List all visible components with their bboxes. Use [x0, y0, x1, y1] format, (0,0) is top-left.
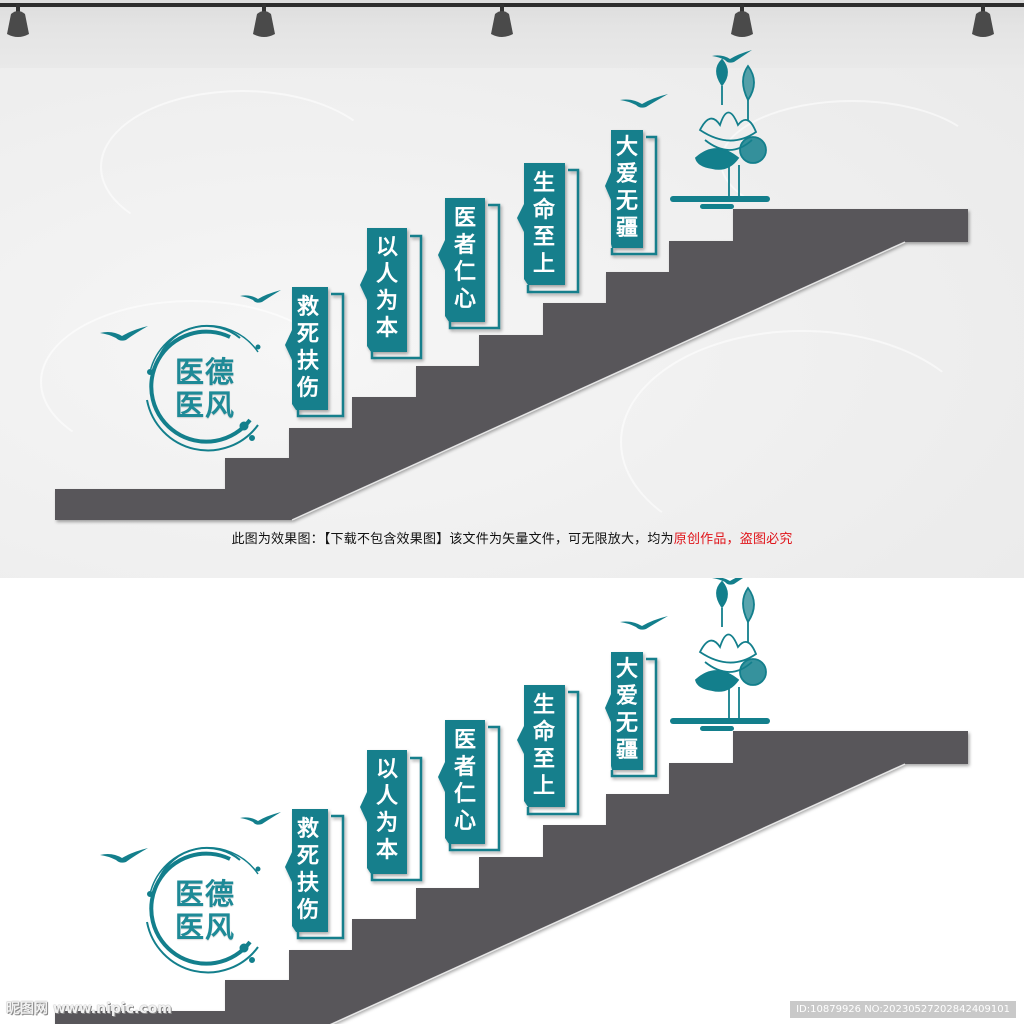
wall-texture	[620, 330, 984, 554]
logo-ring	[146, 324, 261, 452]
track-spotlight-icon	[972, 4, 994, 37]
sign-panel	[285, 809, 345, 940]
sign-text: 生命至上	[532, 693, 555, 799]
vector-design-panel: 医德 医风 救死扶伤 以人为本 医者仁心 生命至上 大爱无疆 昵图网 www.n…	[0, 578, 1024, 1024]
sign-text: 医者仁心	[453, 728, 476, 834]
sign-panel	[360, 228, 423, 360]
track-spotlight-icon	[491, 4, 513, 37]
wall-top-band	[0, 0, 1024, 68]
sign-panel	[605, 652, 658, 778]
flying-bird-icon	[100, 50, 752, 341]
sign-text: 大爱无疆	[615, 657, 638, 763]
track-spotlight-icon	[731, 4, 753, 37]
sign-panel	[605, 130, 658, 256]
sign-text: 救死扶伤	[296, 817, 319, 923]
caption-copyright: 原创作品，盗图必究	[673, 532, 793, 547]
stair-wall-design: 医德 医风 救死扶伤 以人为本 医者仁心 生命至上 大爱无疆	[55, 50, 968, 521]
effect-caption: 此图为效果图：【下载不包含效果图】该文件为矢量文件，可无限放大，均为原创作品，盗…	[0, 528, 1024, 547]
auspicious-cloud-icon	[670, 718, 770, 731]
sign-panel	[438, 720, 501, 852]
lotus-flower-icon	[694, 58, 767, 198]
staircase	[55, 731, 968, 1024]
auspicious-cloud-icon	[670, 196, 770, 209]
staircase	[55, 209, 968, 520]
sign-panel	[517, 163, 580, 294]
wall-texture	[40, 300, 344, 464]
caption-text: 此图为效果图：【下载不包含效果图】该文件为矢量文件，可无限放大，均为	[231, 532, 674, 547]
logo-text-line1: 医德	[175, 877, 236, 911]
logo-text-line2: 医风	[175, 910, 236, 944]
site-watermark: 昵图网 www.nipic.com	[6, 1001, 172, 1017]
logo-text-line1: 医德	[175, 355, 236, 389]
flying-bird-icon	[100, 578, 743, 863]
image-id-badge: ID:10879926 NO:20230527202842409101	[790, 1001, 1016, 1018]
sign-text: 大爱无疆	[615, 135, 638, 241]
sign-text: 医者仁心	[453, 206, 476, 312]
light-track	[0, 3, 1024, 7]
logo-text-line2: 医风	[175, 388, 236, 422]
sign-panel	[517, 685, 580, 816]
logo-ring	[146, 846, 261, 974]
track-spotlight-icon	[7, 4, 29, 37]
wall-texture	[100, 90, 384, 244]
sign-text: 以人为本	[375, 235, 398, 341]
sign-text: 救死扶伤	[296, 295, 319, 401]
track-spotlight-icon	[253, 4, 275, 37]
lotus-flower-icon	[694, 580, 767, 720]
sign-panel	[285, 287, 345, 418]
sign-panel	[438, 198, 501, 330]
stair-wall-design: 医德 医风 救死扶伤 以人为本 医者仁心 生命至上 大爱无疆	[0, 578, 1024, 1024]
sign-text: 生命至上	[532, 171, 555, 277]
sign-panel	[360, 750, 423, 882]
effect-preview-panel: 医德 医风 救死扶伤 以人为本 医者仁心 生命至上 大爱无疆 此图为效果图：【下…	[0, 0, 1024, 578]
sign-text: 以人为本	[375, 757, 398, 863]
